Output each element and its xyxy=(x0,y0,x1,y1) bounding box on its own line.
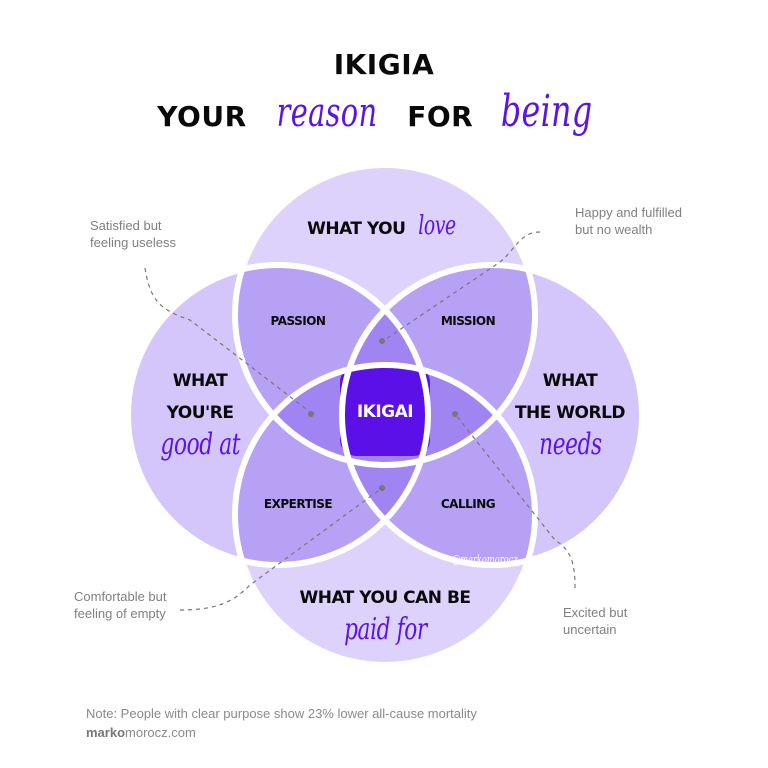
title-script-being: being xyxy=(501,86,593,137)
label-expertise: EXPERTISE xyxy=(263,497,333,511)
footnote: Note: People with clear purpose show 23%… xyxy=(86,706,477,721)
circle-outlines xyxy=(125,162,645,668)
annotation-text: Excited but xyxy=(563,605,628,620)
label-mission: MISSION xyxy=(440,314,496,328)
annotation-top-left: Satisfied but feeling useless xyxy=(90,217,176,251)
annotation-text: feeling of empty xyxy=(74,606,166,621)
label-calling: CALLING xyxy=(440,497,496,511)
title-line-2: YOUR reason FOR being xyxy=(0,86,768,137)
label-text: WHAT xyxy=(542,371,598,391)
annotation-lines xyxy=(144,231,576,611)
label-text: WHAT xyxy=(172,371,228,391)
title-word: YOUR xyxy=(157,100,247,133)
leader-bottom-left xyxy=(179,487,383,611)
ikigai-center xyxy=(340,366,430,456)
label-text: WHAT YOU CAN BE xyxy=(299,588,471,608)
brand-rest: morocz.com xyxy=(125,725,196,740)
label-what-youre-good-at: WHAT YOU'RE good at xyxy=(140,365,260,465)
annotation-text: feeling useless xyxy=(90,235,176,250)
watermark: @markomorocz xyxy=(452,553,518,566)
label-script: paid for xyxy=(343,612,427,647)
label-what-you-love: WHAT YOU love xyxy=(285,210,485,245)
leader-top-right xyxy=(382,231,541,342)
label-ikigai: IKIGAI xyxy=(356,402,414,422)
brand-bold: marko xyxy=(86,725,126,740)
brand-url: markomorocz.com xyxy=(86,725,196,740)
annotation-text: Comfortable but xyxy=(74,589,167,604)
title-line-1: IKIGIA xyxy=(333,48,435,81)
label-what-you-can-be-paid-for: WHAT YOU CAN BE paid for xyxy=(270,582,500,650)
annotation-bottom-left: Comfortable but feeling of empty xyxy=(74,588,167,622)
label-text: WHAT YOU xyxy=(307,219,406,239)
leader-top-left xyxy=(144,267,311,413)
annotation-dots xyxy=(308,338,458,491)
label-text: YOU'RE xyxy=(166,403,234,423)
annotation-bottom-right: Excited but uncertain xyxy=(563,604,627,638)
label-script: good at xyxy=(160,427,240,462)
annotation-text: Happy and fulfilled xyxy=(575,205,682,220)
label-passion: PASSION xyxy=(270,314,326,328)
annotation-text: uncertain xyxy=(563,622,617,637)
annotation-text: but no wealth xyxy=(575,222,653,237)
label-script: love xyxy=(418,211,456,241)
leader-bottom-right xyxy=(454,413,576,589)
label-what-the-world-needs: WHAT THE WORLD needs xyxy=(505,365,635,465)
title-script-reason: reason xyxy=(276,90,378,136)
title-word: FOR xyxy=(407,100,474,133)
label-script: needs xyxy=(538,427,602,462)
label-text: THE WORLD xyxy=(514,403,626,423)
annotation-top-right: Happy and fulfilled but no wealth xyxy=(575,204,682,238)
annotation-text: Satisfied but xyxy=(90,218,162,233)
